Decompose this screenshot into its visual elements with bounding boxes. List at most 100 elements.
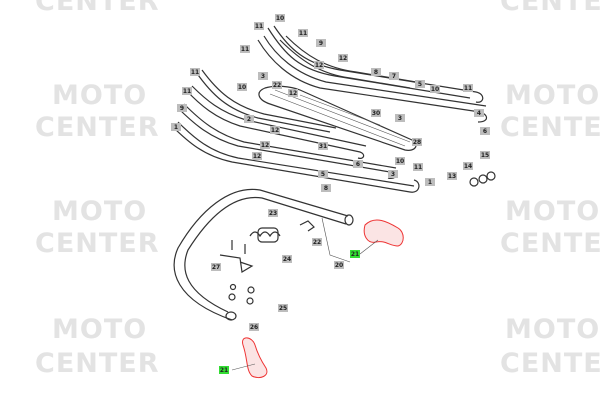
- part-label-box: [254, 22, 264, 30]
- part-number: 8: [374, 69, 378, 76]
- part-label[interactable]: 25: [278, 304, 288, 312]
- part-label-box: [288, 89, 298, 97]
- part-label[interactable]: 10: [275, 14, 285, 22]
- part-label-box: [353, 160, 363, 168]
- part-number: 3: [398, 115, 402, 122]
- part-label-box: [388, 170, 398, 178]
- part-label[interactable]: 11: [190, 68, 200, 76]
- part-label-box: [177, 104, 187, 112]
- part-number: 6: [483, 128, 487, 135]
- part-number: 21: [351, 251, 359, 258]
- part-label-box: [268, 209, 278, 217]
- part-label-box: [244, 115, 254, 123]
- part-label[interactable]: 11: [298, 29, 308, 37]
- part-label-box: [318, 170, 328, 178]
- part-label[interactable]: 23: [268, 209, 278, 217]
- part-label-box: [211, 263, 221, 271]
- part-label[interactable]: 26: [249, 323, 259, 331]
- part-number: 9: [319, 40, 323, 47]
- part-number: 30: [372, 110, 380, 117]
- part-label-box: [350, 250, 360, 258]
- part-label[interactable]: 3: [395, 114, 405, 122]
- part-label[interactable]: 7: [389, 72, 399, 80]
- part-label[interactable]: 27: [211, 263, 221, 271]
- part-number: 12: [271, 127, 279, 134]
- part-label[interactable]: 10: [237, 83, 247, 91]
- part-label-box: [480, 127, 490, 135]
- part-label[interactable]: 8: [371, 68, 381, 76]
- watermark-text: CENTER: [35, 0, 160, 17]
- part-label-box: [318, 142, 328, 150]
- part-label[interactable]: 12: [252, 152, 262, 160]
- part-number: 21: [220, 367, 228, 374]
- part-label-box: [480, 151, 490, 159]
- watermark-text: MOTO: [52, 314, 148, 345]
- part-label[interactable]: 21: [219, 366, 229, 374]
- part-label[interactable]: 3: [388, 170, 398, 178]
- part-label[interactable]: 2: [244, 115, 254, 123]
- watermark-text: CENTER: [35, 112, 160, 143]
- lower-rails: [171, 69, 420, 193]
- spring-and-bracket: [219, 220, 315, 305]
- part-number: 28: [413, 139, 421, 146]
- part-label-box: [270, 126, 280, 134]
- part-label[interactable]: 1: [171, 123, 181, 131]
- part-label[interactable]: 24: [282, 255, 292, 263]
- part-number: 10: [396, 158, 404, 165]
- part-label-box: [275, 14, 285, 22]
- part-number: 11: [464, 85, 472, 92]
- part-number: 5: [418, 81, 422, 88]
- part-label[interactable]: 15: [480, 151, 490, 159]
- part-label[interactable]: 20: [334, 261, 344, 269]
- part-label-box: [412, 138, 422, 146]
- part-number: 12: [289, 90, 297, 97]
- part-label[interactable]: 10: [430, 85, 440, 93]
- part-label[interactable]: 28: [412, 138, 422, 146]
- watermark-text: CENTER: [500, 228, 600, 259]
- part-label[interactable]: 31: [318, 142, 328, 150]
- part-label[interactable]: 14: [463, 162, 473, 170]
- part-label[interactable]: 3: [258, 72, 268, 80]
- part-number: 22: [313, 239, 321, 246]
- part-number: 25: [279, 305, 287, 312]
- part-label[interactable]: 6: [353, 160, 363, 168]
- part-number: 2: [247, 116, 251, 123]
- part-number: 4: [477, 110, 481, 117]
- part-label[interactable]: 12: [314, 61, 324, 69]
- part-label[interactable]: 8: [321, 184, 331, 192]
- part-label[interactable]: 11: [413, 163, 423, 171]
- footrest-rubber-highlight[interactable]: [231, 219, 404, 379]
- part-label[interactable]: 9: [316, 39, 326, 47]
- watermark-text: CENTER: [35, 348, 160, 379]
- part-label[interactable]: 4: [474, 109, 484, 117]
- part-number: 10: [276, 15, 284, 22]
- part-label[interactable]: 11: [240, 45, 250, 53]
- part-label[interactable]: 12: [338, 54, 348, 62]
- part-label[interactable]: 30: [371, 109, 381, 117]
- part-label-box: [463, 84, 473, 92]
- part-label[interactable]: 22: [272, 81, 282, 89]
- part-label[interactable]: 13: [447, 172, 457, 180]
- part-label-box: [338, 54, 348, 62]
- part-label[interactable]: 11: [182, 87, 192, 95]
- bumper-tube: [173, 188, 354, 321]
- part-label[interactable]: 12: [288, 89, 298, 97]
- part-label[interactable]: 22: [312, 238, 322, 246]
- part-label-box: [171, 123, 181, 131]
- part-label-box: [463, 162, 473, 170]
- part-number: 12: [253, 153, 261, 160]
- part-label[interactable]: 11: [254, 22, 264, 30]
- part-label[interactable]: 9: [177, 104, 187, 112]
- part-label[interactable]: 10: [395, 157, 405, 165]
- part-label[interactable]: 11: [463, 84, 473, 92]
- net-frame: [258, 85, 417, 151]
- watermark-text: MOTO: [505, 80, 600, 111]
- part-label[interactable]: 12: [260, 141, 270, 149]
- part-label[interactable]: 5: [415, 80, 425, 88]
- part-label[interactable]: 21: [350, 250, 360, 258]
- part-label[interactable]: 1: [425, 178, 435, 186]
- part-label[interactable]: 5: [318, 170, 328, 178]
- part-label-box: [240, 45, 250, 53]
- part-label[interactable]: 12: [270, 126, 280, 134]
- part-label[interactable]: 6: [480, 127, 490, 135]
